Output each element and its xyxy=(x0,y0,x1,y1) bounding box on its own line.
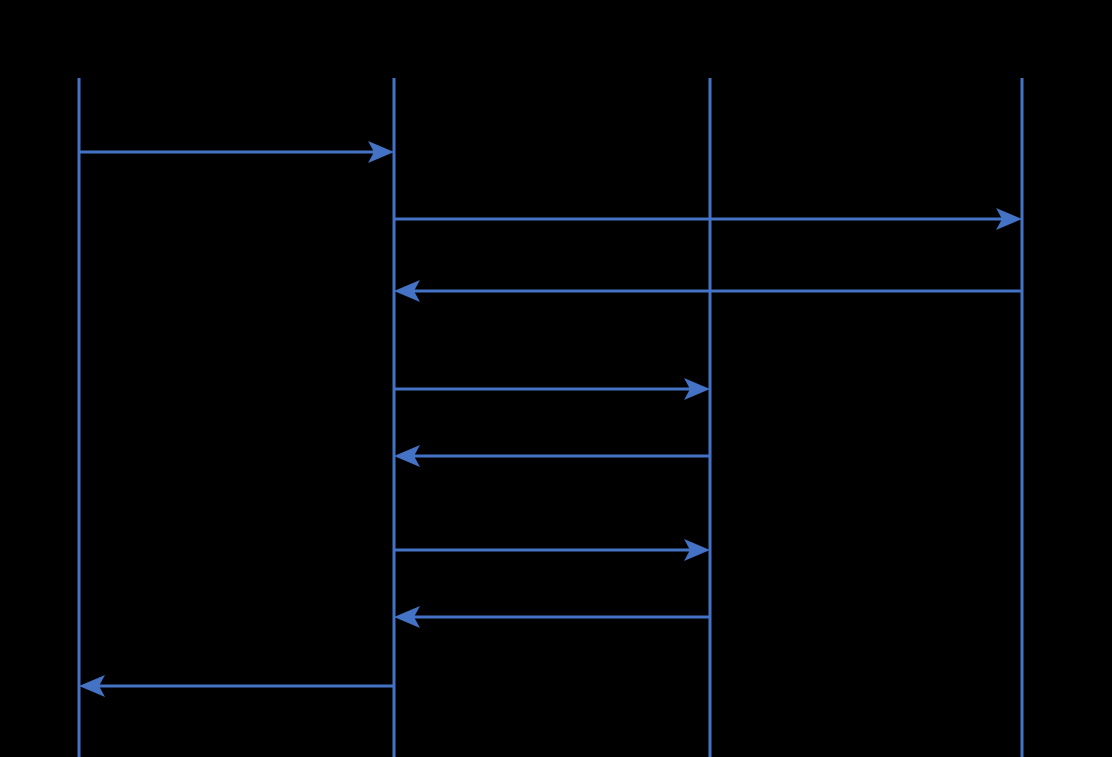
message-5-arrowhead-icon xyxy=(394,445,420,467)
message-7 xyxy=(394,606,710,628)
message-5 xyxy=(394,445,710,467)
message-6 xyxy=(394,539,710,561)
message-7-arrowhead-icon xyxy=(394,606,420,628)
message-2 xyxy=(394,208,1022,230)
message-1 xyxy=(79,141,394,163)
message-4 xyxy=(394,378,710,400)
message-2-arrowhead-icon xyxy=(996,208,1022,230)
message-8-arrowhead-icon xyxy=(79,675,105,697)
message-3 xyxy=(394,280,1022,302)
message-3-arrowhead-icon xyxy=(394,280,420,302)
message-8 xyxy=(79,675,394,697)
message-1-arrowhead-icon xyxy=(368,141,394,163)
message-4-arrowhead-icon xyxy=(684,378,710,400)
message-6-arrowhead-icon xyxy=(684,539,710,561)
